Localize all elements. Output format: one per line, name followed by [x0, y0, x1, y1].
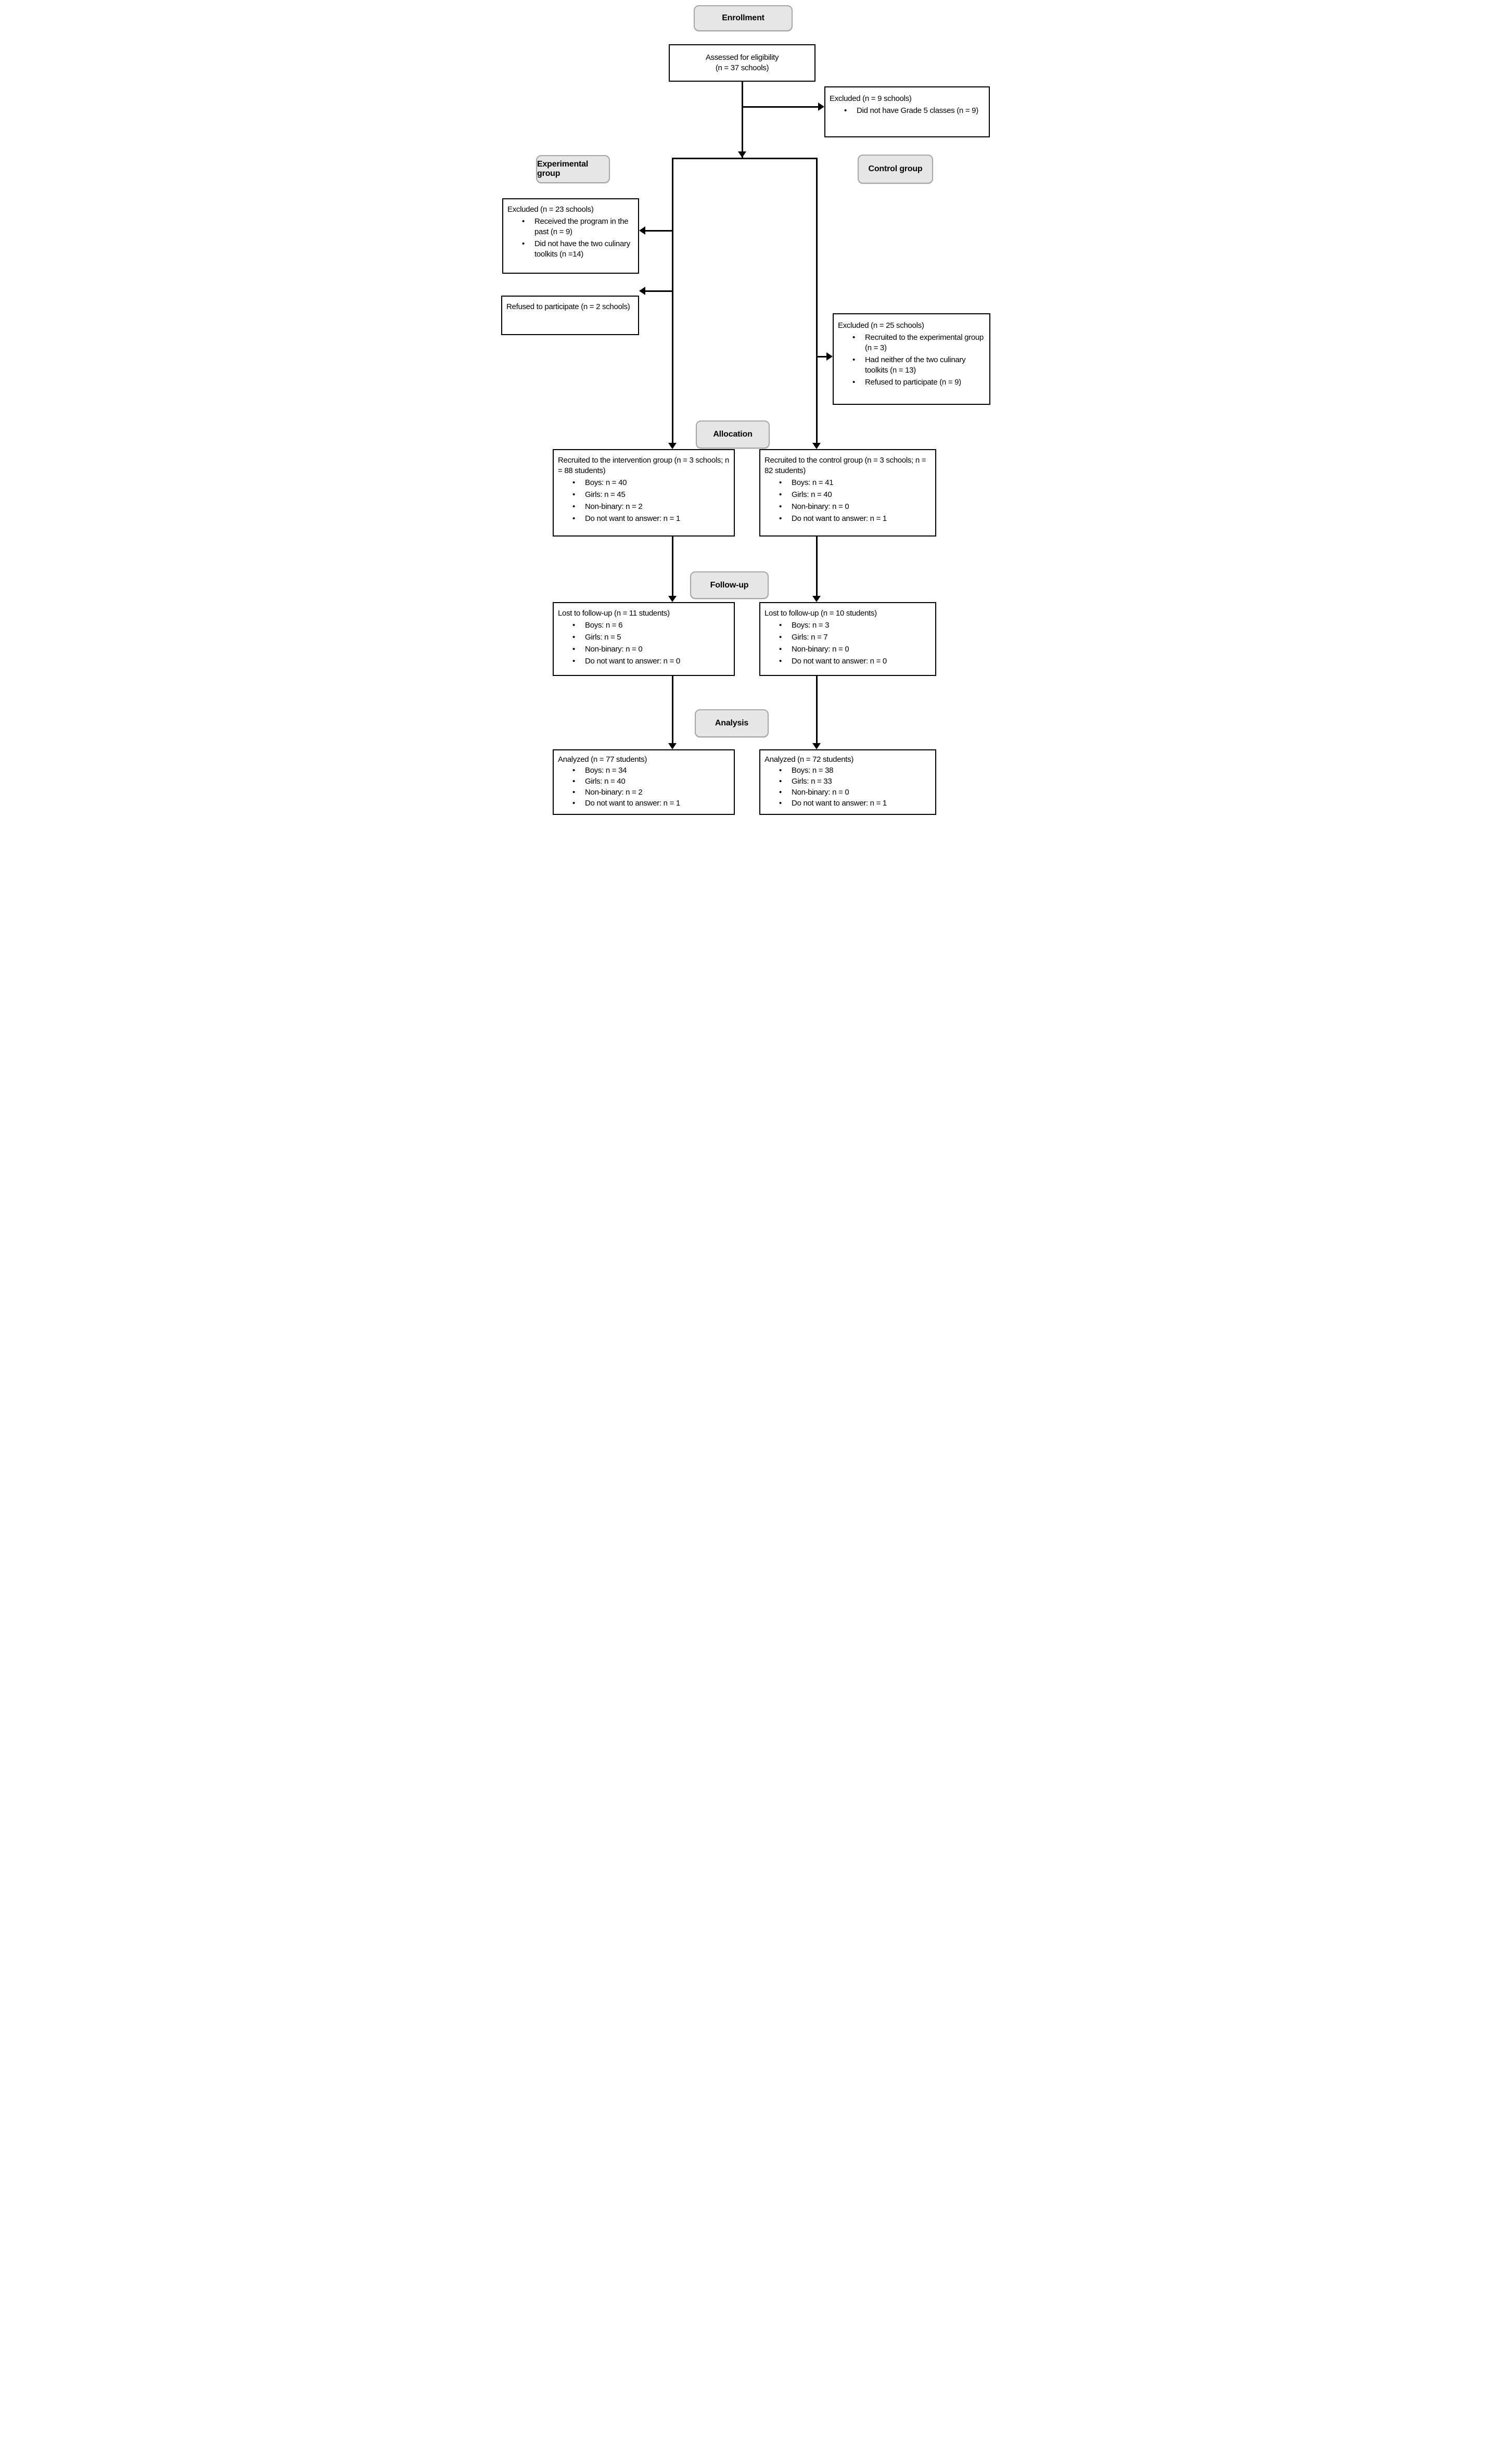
connector-to-excluded-experimental [645, 230, 672, 232]
box-recruited-control: Recruited to the control group (n = 3 sc… [759, 449, 936, 537]
consort-flow-diagram: Enrollment Allocation Follow-up Analysis… [497, 0, 994, 821]
box-lost-control: Lost to follow-up (n = 10 students) Boys… [759, 602, 936, 676]
list-item: Non-binary: n = 0 [572, 644, 730, 655]
arrowhead-left-icon [639, 287, 645, 295]
analyzed-intervention-title: Analyzed (n = 77 students) [558, 755, 647, 764]
arrowhead-down-icon [738, 151, 746, 158]
lost-control-title: Lost to follow-up (n = 10 students) [764, 609, 877, 618]
list-item: Boys: n = 38 [779, 765, 931, 776]
list-item: Girls: n = 40 [572, 776, 730, 787]
connector-followup-analysis-right [816, 676, 818, 744]
stage-allocation: Allocation [696, 420, 770, 449]
excluded-control-title: Excluded (n = 25 schools) [838, 321, 924, 330]
list-item: Boys: n = 6 [572, 620, 730, 631]
arrowhead-right-icon [826, 352, 833, 361]
list-item: Do not want to answer: n = 1 [572, 798, 730, 809]
refused-experimental-text: Refused to participate (n = 2 schools) [506, 302, 630, 311]
list-item: Boys: n = 41 [779, 478, 931, 488]
list-item: Boys: n = 34 [572, 765, 730, 776]
list-item: Non-binary: n = 0 [779, 644, 931, 655]
connector-left-column [672, 158, 673, 443]
connector-followup-analysis-left [672, 676, 673, 744]
arrowhead-down-icon [812, 596, 821, 602]
connector-tee-horizontal [672, 158, 818, 159]
connector-to-excluded-control [818, 356, 827, 358]
box-recruited-intervention: Recruited to the intervention group (n =… [553, 449, 735, 537]
box-refused-experimental: Refused to participate (n = 2 schools) [501, 296, 639, 335]
excluded-eligibility-title: Excluded (n = 9 schools) [830, 94, 912, 103]
connector-assessed-down [742, 82, 743, 158]
recruited-control-title: Recruited to the control group (n = 3 sc… [764, 456, 926, 475]
list-item: Did not have the two culinary toolkits (… [522, 239, 634, 260]
list-item: Girls: n = 7 [779, 632, 931, 643]
label-control-group: Control group [858, 155, 933, 184]
lost-intervention-title: Lost to follow-up (n = 11 students) [558, 609, 670, 618]
arrowhead-down-icon [668, 743, 677, 749]
analyzed-control-list: Boys: n = 38 Girls: n = 33 Non-binary: n… [764, 765, 931, 809]
lost-intervention-list: Boys: n = 6 Girls: n = 5 Non-binary: n =… [558, 620, 730, 667]
stage-analysis: Analysis [695, 709, 769, 737]
list-item: Non-binary: n = 2 [572, 787, 730, 798]
arrowhead-down-icon [812, 743, 821, 749]
list-item: Do not want to answer: n = 1 [779, 514, 931, 524]
list-item: Did not have Grade 5 classes (n = 9) [844, 106, 985, 116]
box-excluded-experimental: Excluded (n = 23 schools) Received the p… [502, 198, 639, 274]
excluded-experimental-title: Excluded (n = 23 schools) [507, 205, 594, 214]
list-item: Do not want to answer: n = 1 [572, 514, 730, 524]
connector-right-column [816, 158, 818, 443]
arrowhead-down-icon [812, 443, 821, 449]
box-assessed-eligibility: Assessed for eligibility (n = 37 schools… [669, 44, 815, 82]
connector-to-refused [645, 290, 672, 292]
excluded-eligibility-list: Did not have Grade 5 classes (n = 9) [830, 106, 985, 116]
lost-control-list: Boys: n = 3 Girls: n = 7 Non-binary: n =… [764, 620, 931, 667]
list-item: Do not want to answer: n = 1 [779, 798, 931, 809]
list-item: Had neither of the two culinary toolkits… [852, 355, 985, 376]
arrowhead-down-icon [668, 596, 677, 602]
box-lost-intervention: Lost to follow-up (n = 11 students) Boys… [553, 602, 735, 676]
list-item: Received the program in the past (n = 9) [522, 216, 634, 237]
box-excluded-control: Excluded (n = 25 schools) Recruited to t… [833, 313, 990, 405]
box-analyzed-intervention: Analyzed (n = 77 students) Boys: n = 34 … [553, 749, 735, 815]
analyzed-intervention-list: Boys: n = 34 Girls: n = 40 Non-binary: n… [558, 765, 730, 809]
assessed-line1: Assessed for eligibility [705, 53, 779, 62]
stage-enrollment: Enrollment [694, 5, 793, 31]
excluded-control-list: Recruited to the experimental group (n =… [838, 333, 985, 388]
box-excluded-eligibility: Excluded (n = 9 schools) Did not have Gr… [824, 86, 990, 137]
recruited-intervention-title: Recruited to the intervention group (n =… [558, 456, 729, 475]
list-item: Do not want to answer: n = 0 [572, 656, 730, 667]
analyzed-control-title: Analyzed (n = 72 students) [764, 755, 854, 764]
list-item: Girls: n = 45 [572, 490, 730, 500]
list-item: Non-binary: n = 0 [779, 787, 931, 798]
list-item: Boys: n = 3 [779, 620, 931, 631]
list-item: Boys: n = 40 [572, 478, 730, 488]
list-item: Recruited to the experimental group (n =… [852, 333, 985, 353]
list-item: Non-binary: n = 2 [572, 502, 730, 512]
recruited-control-list: Boys: n = 41 Girls: n = 40 Non-binary: n… [764, 478, 931, 524]
recruited-intervention-list: Boys: n = 40 Girls: n = 45 Non-binary: n… [558, 478, 730, 524]
excluded-experimental-list: Received the program in the past (n = 9)… [507, 216, 634, 260]
list-item: Girls: n = 5 [572, 632, 730, 643]
connector-alloc-followup-right [816, 537, 818, 596]
list-item: Girls: n = 40 [779, 490, 931, 500]
stage-followup: Follow-up [690, 571, 769, 599]
box-analyzed-control: Analyzed (n = 72 students) Boys: n = 38 … [759, 749, 936, 815]
label-experimental-group: Experimental group [536, 155, 610, 183]
arrowhead-left-icon [639, 226, 645, 235]
list-item: Non-binary: n = 0 [779, 502, 931, 512]
list-item: Girls: n = 33 [779, 776, 931, 787]
arrowhead-right-icon [818, 103, 824, 111]
list-item: Do not want to answer: n = 0 [779, 656, 931, 667]
arrowhead-down-icon [668, 443, 677, 449]
connector-alloc-followup-left [672, 537, 673, 596]
assessed-line2: (n = 37 schools) [715, 63, 769, 72]
list-item: Refused to participate (n = 9) [852, 377, 985, 388]
connector-to-excluded-eligibility [742, 106, 819, 108]
